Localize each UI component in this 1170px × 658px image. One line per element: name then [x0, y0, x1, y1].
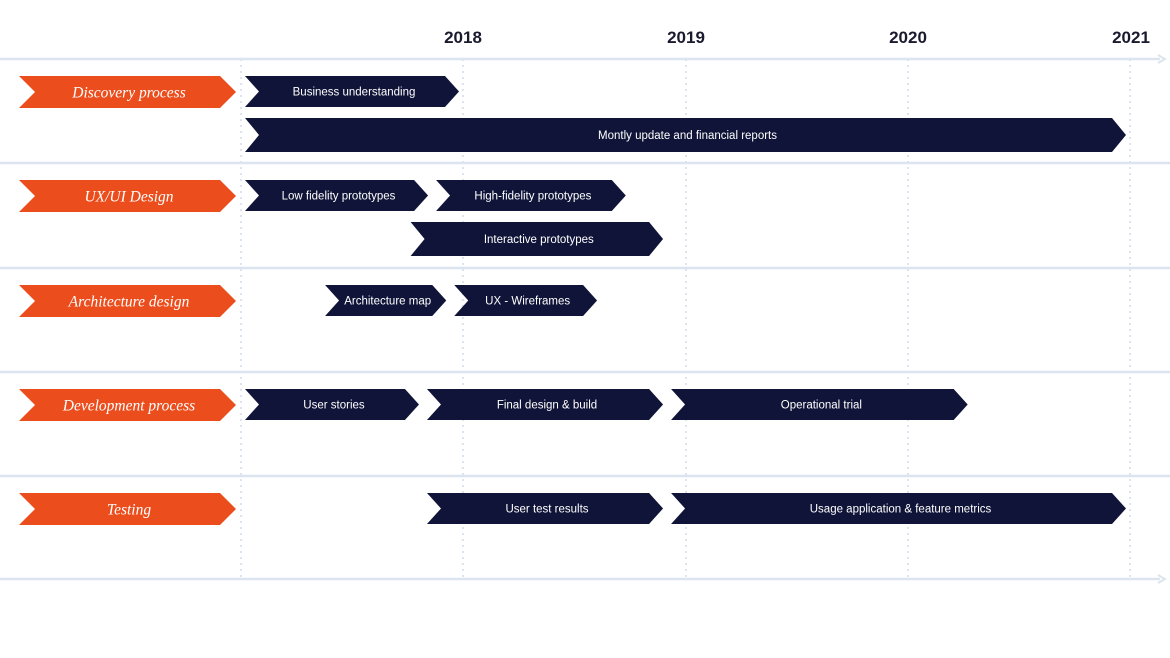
task-chevron: [245, 389, 419, 420]
task-bar: User test results: [426, 493, 664, 524]
task-bar: Interactive prototypes: [410, 222, 664, 256]
task-label: User stories: [303, 400, 365, 412]
phase-label: Discovery process: [71, 85, 186, 102]
phase-label: UX/UI Design: [84, 189, 173, 206]
task-chevron: [245, 76, 459, 107]
phase-row: Architecture design Architecture map UX - …: [19, 285, 598, 317]
task-bar: Usage application & feature metrics: [671, 493, 1126, 524]
phase-row: UX/UI Design Low fidelity prototypes High-…: [19, 180, 664, 256]
phase-chevron: [19, 493, 236, 525]
phase-row: Discovery process Business understandingM…: [19, 76, 1126, 152]
axis-arrow-icon: [1157, 54, 1168, 64]
task-label: Business understanding: [293, 87, 416, 99]
task-chevron: [671, 389, 968, 420]
task-label: Architecture map: [344, 296, 431, 308]
task-bar: UX - Wireframes: [454, 285, 598, 316]
task-bar: Operational trial: [671, 389, 968, 420]
phase-label: Development process: [62, 398, 195, 415]
task-bar: Architecture map: [325, 285, 447, 316]
task-bar: Low fidelity prototypes: [245, 180, 429, 211]
phase-chevron: [19, 389, 236, 421]
task-label: User test results: [505, 504, 588, 516]
task-bar: Business understanding: [245, 76, 459, 107]
task-chevron: [454, 285, 598, 316]
task-label: Low fidelity prototypes: [282, 191, 396, 203]
task-label: Final design & build: [497, 400, 597, 412]
year-label: 2019: [667, 28, 705, 47]
task-chevron: [671, 493, 1126, 524]
grid-lines: [0, 54, 1170, 584]
phase-rows: Discovery process Business understandingM…: [19, 76, 1126, 525]
task-bar: User stories: [245, 389, 419, 420]
task-label: Usage application & feature metrics: [810, 504, 992, 516]
task-chevron: [245, 180, 429, 211]
task-bar: High-fidelity prototypes: [436, 180, 626, 211]
task-chevron: [426, 389, 664, 420]
task-chevron: [325, 285, 447, 316]
task-chevron: [410, 222, 664, 256]
phase-chevron: [19, 285, 236, 317]
task-chevron: [245, 118, 1126, 152]
task-bar: Final design & build: [426, 389, 664, 420]
phase-label: Testing: [107, 502, 151, 519]
task-bar: Montly update and financial reports: [245, 118, 1126, 152]
phase-label: Architecture design: [68, 294, 190, 311]
task-label: High-fidelity prototypes: [474, 191, 591, 203]
year-axis: 2018 2019 2020 2021: [444, 28, 1150, 47]
phase-chevron: [19, 180, 236, 212]
year-label: 2020: [889, 28, 927, 47]
task-chevron: [436, 180, 626, 211]
year-label: 2018: [444, 28, 482, 47]
task-label: Operational trial: [781, 400, 862, 412]
phase-chevron: [19, 76, 236, 108]
task-label: Interactive prototypes: [484, 234, 594, 246]
year-label: 2021: [1112, 28, 1150, 47]
task-label: Montly update and financial reports: [598, 130, 777, 142]
axis-arrow-icon: [1157, 574, 1168, 584]
phase-row: Testing User test results Usage applicatio…: [19, 493, 1126, 525]
phase-row: Development process User stories Final des…: [19, 389, 968, 421]
task-chevron: [426, 493, 664, 524]
task-label: UX - Wireframes: [485, 296, 570, 308]
